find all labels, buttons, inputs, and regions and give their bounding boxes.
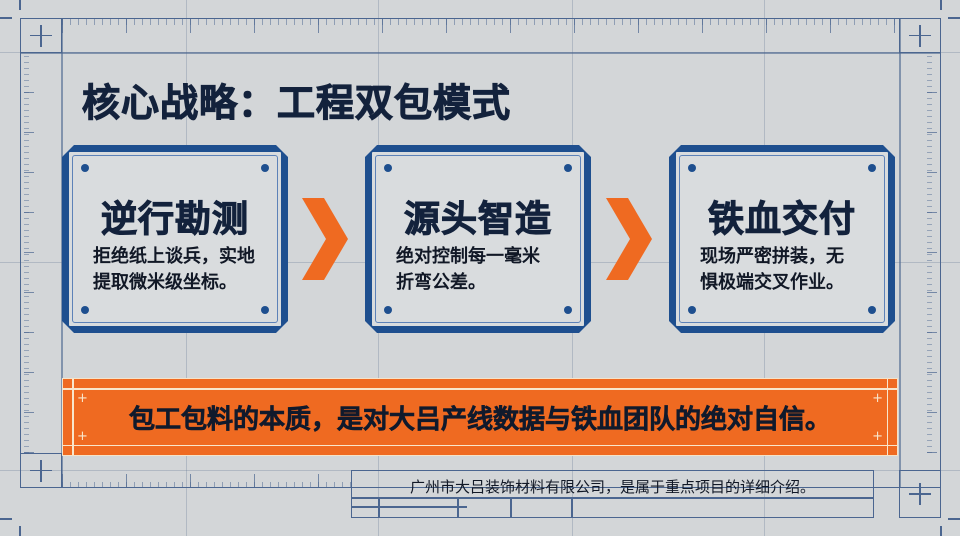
crosshair-icon: + [872, 391, 883, 406]
title-block-line [352, 506, 467, 508]
title-block-line [571, 497, 573, 517]
card-title: 源头智造 [403, 199, 552, 240]
rivet-icon [81, 306, 89, 314]
corner-box-top-right [899, 18, 941, 53]
crop-mark [948, 17, 960, 19]
crop-mark [0, 518, 12, 520]
title-block: 广州市大吕装饰材料有限公司，是属于重点项目的详细介绍。 [351, 470, 874, 518]
chevron-right-icon [606, 198, 652, 280]
banner-line [72, 379, 74, 455]
crosshair-icon [30, 24, 52, 47]
card-desc-line: 惧极端交叉作业。 [700, 272, 844, 293]
card-inner-border [679, 155, 885, 323]
card-desc-line: 拒绝纸上谈兵，实地 [93, 246, 255, 267]
title-block-line [352, 497, 873, 499]
chevron-right-icon [302, 198, 348, 280]
banner-line [886, 379, 888, 455]
crop-mark [940, 0, 942, 10]
ruler-top [62, 19, 899, 33]
ruler-left [24, 53, 34, 453]
step-card-survey: 逆行勘测 拒绝纸上谈兵，实地 提取微米级坐标。 [62, 145, 288, 333]
crosshair-icon [30, 459, 52, 482]
rivet-icon [261, 306, 269, 314]
rivet-icon [81, 164, 89, 172]
corner-box-top-left [20, 18, 62, 53]
card-desc-line: 现场严密拼装，无 [700, 246, 844, 267]
step-card-manufacture: 源头智造 绝对控制每一毫米 折弯公差。 [365, 145, 591, 333]
ruler-bottom [62, 474, 351, 488]
step-card-delivery: 铁血交付 现场严密拼装，无 惧极端交叉作业。 [669, 145, 895, 333]
card-description: 拒绝纸上谈兵，实地 提取微米级坐标。 [93, 244, 269, 296]
card-desc-line: 提取微米级坐标。 [93, 272, 237, 293]
ruler-right [927, 53, 937, 453]
banner-line [63, 444, 897, 446]
crosshair-icon [909, 483, 931, 505]
corner-box-bottom-left [20, 453, 62, 488]
crop-mark [19, 526, 21, 536]
title-block-text: 广州市大吕装饰材料有限公司，是属于重点项目的详细介绍。 [409, 478, 815, 496]
crop-mark [940, 526, 942, 536]
tagline-banner: + + + + 包工包料的本质，是对大吕产线数据与铁血团队的绝对自信。 [62, 378, 898, 456]
crosshair-icon: + [77, 391, 88, 406]
frame-inner-line [61, 18, 63, 488]
frame-inner-line [899, 18, 901, 488]
banner-line [63, 388, 897, 390]
card-description: 现场严密拼装，无 惧极端交叉作业。 [700, 244, 876, 296]
crosshair-icon [909, 24, 931, 47]
page-title: 核心战略：工程双包模式 [81, 81, 512, 126]
crop-mark [948, 518, 960, 520]
rivet-icon [564, 306, 572, 314]
tagline-text: 包工包料的本质，是对大吕产线数据与铁血团队的绝对自信。 [128, 405, 832, 436]
crosshair-icon: + [872, 429, 883, 444]
card-title: 铁血交付 [707, 199, 856, 240]
card-desc-line: 折弯公差。 [396, 272, 486, 293]
title-block-line [378, 497, 380, 517]
corner-box-bottom-right [899, 470, 941, 518]
card-inner-border [375, 155, 581, 323]
rivet-icon [261, 164, 269, 172]
crop-mark [19, 0, 21, 10]
card-inner-border [72, 155, 278, 323]
rivet-icon [868, 164, 876, 172]
rivet-icon [384, 164, 392, 172]
rivet-icon [868, 306, 876, 314]
rivet-icon [384, 306, 392, 314]
rivet-icon [564, 164, 572, 172]
card-title: 逆行勘测 [100, 199, 249, 240]
drawing-frame [20, 18, 941, 488]
crosshair-icon: + [77, 429, 88, 444]
title-block-line [510, 497, 512, 517]
card-description: 绝对控制每一毫米 折弯公差。 [396, 244, 572, 296]
rivet-icon [688, 306, 696, 314]
crop-mark [0, 17, 12, 19]
card-desc-line: 绝对控制每一毫米 [396, 246, 540, 267]
title-block-line [457, 497, 459, 517]
frame-inner-line [20, 52, 941, 54]
rivet-icon [688, 164, 696, 172]
